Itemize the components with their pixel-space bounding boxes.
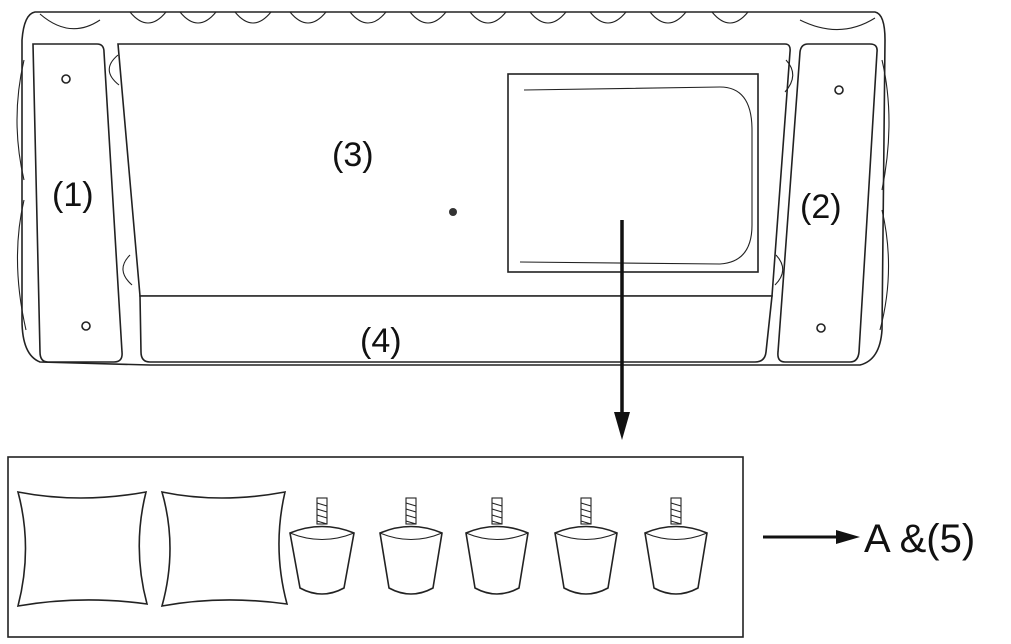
leg-3: [465, 497, 529, 595]
back-panel-corner-knob-br: [774, 254, 784, 286]
seat-frame: [139, 295, 773, 363]
back-panel-center-screw: [449, 208, 457, 216]
parts-panel-border: [7, 456, 744, 638]
back-panel-corner-knob-tl: [108, 54, 120, 86]
right-arm-panel: [777, 43, 878, 363]
back-panel: [117, 43, 791, 297]
accessory-box: [507, 73, 759, 273]
back-panel-corner-knob-tr: [784, 59, 794, 93]
left-arm-hole-top: [61, 74, 71, 84]
label-seat-frame: (4): [360, 322, 402, 360]
back-panel-corner-knob-bl: [122, 254, 133, 286]
pillow-1: [16, 490, 149, 607]
leg-1: [289, 497, 355, 595]
down-arrow: [614, 220, 630, 440]
leg-4: [554, 497, 618, 595]
label-back-panel: (3): [332, 136, 374, 174]
right-arm-hole-bottom: [816, 323, 826, 333]
accessory-box-inner-curve: [519, 86, 753, 265]
pillow-2: [160, 490, 289, 608]
right-arm-hole-top: [834, 85, 844, 95]
right-arrow: [763, 530, 860, 544]
label-result: A &(5): [864, 517, 975, 561]
tufting-scallops: [16, 11, 890, 331]
sofa-top-view: (1) (2) (3) (4): [16, 11, 890, 366]
left-arm-panel: [32, 43, 123, 363]
label-left-arm: (1): [52, 176, 94, 214]
leg-2: [379, 497, 443, 595]
leg-5: [644, 497, 708, 595]
left-arm-hole-bottom: [81, 321, 91, 331]
parts-panel: [7, 456, 744, 638]
label-right-arm: (2): [800, 188, 842, 226]
